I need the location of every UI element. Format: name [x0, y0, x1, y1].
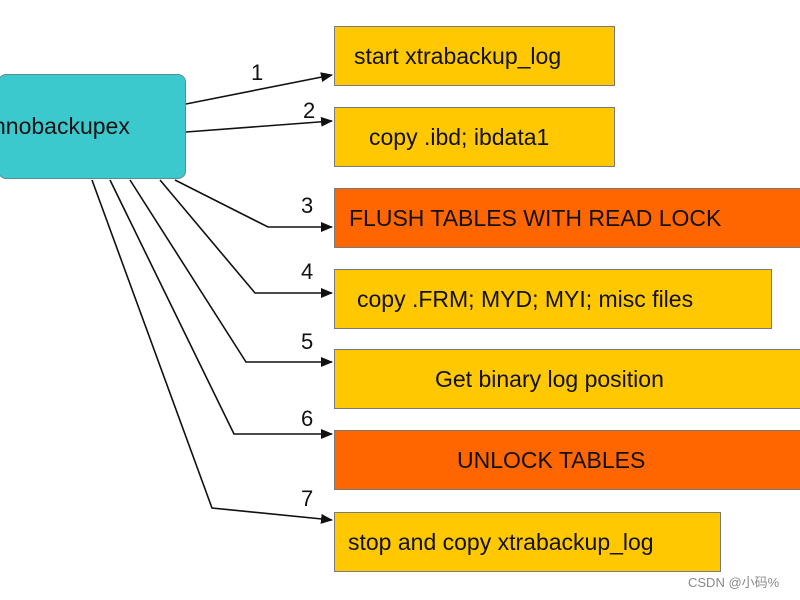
- innobackupex-box: nnobackupex: [0, 74, 186, 179]
- step-label: Get binary log position: [435, 365, 664, 392]
- arrow-step-1: [185, 72, 333, 105]
- arrow-step-7: [91, 179, 333, 524]
- step-label: copy .ibd; ibdata1: [369, 123, 550, 150]
- step-box-flush-tables: FLUSH TABLES WITH READ LOCK: [334, 188, 800, 248]
- arrow-step-5: [129, 179, 333, 367]
- step-label: start xtrabackup_log: [354, 42, 562, 69]
- step-box-stop-copy-xtrabackup-log: stop and copy xtrabackup_log: [334, 512, 721, 572]
- step-box-copy-ibd: copy .ibd; ibdata1: [334, 107, 615, 167]
- csdn-watermark: CSDN @小码%: [688, 575, 780, 590]
- step-box-get-binary-log: Get binary log position: [334, 349, 800, 409]
- arrow-step-3: [174, 179, 333, 232]
- step-label: FLUSH TABLES WITH READ LOCK: [349, 204, 722, 231]
- step-number-2: 2: [303, 98, 316, 123]
- step-box-start-xtrabackup-log: start xtrabackup_log: [334, 26, 615, 86]
- innobackupex-label: nnobackupex: [0, 113, 130, 139]
- step-number-5: 5: [301, 329, 314, 354]
- step-box-unlock-tables: UNLOCK TABLES: [334, 430, 800, 490]
- arrow-step-2: [185, 116, 333, 133]
- step-number-3: 3: [301, 193, 314, 218]
- step-label: copy .FRM; MYD; MYI; misc files: [357, 285, 694, 312]
- step-number-6: 6: [301, 406, 314, 431]
- arrow-step-6: [109, 179, 333, 439]
- step-number-1: 1: [251, 60, 264, 85]
- step-number-7: 7: [301, 486, 314, 511]
- step-label: stop and copy xtrabackup_log: [348, 528, 654, 555]
- step-number-4: 4: [301, 259, 314, 284]
- step-label: UNLOCK TABLES: [457, 446, 646, 473]
- step-box-copy-frm: copy .FRM; MYD; MYI; misc files: [334, 269, 772, 329]
- arrow-step-4: [159, 179, 333, 298]
